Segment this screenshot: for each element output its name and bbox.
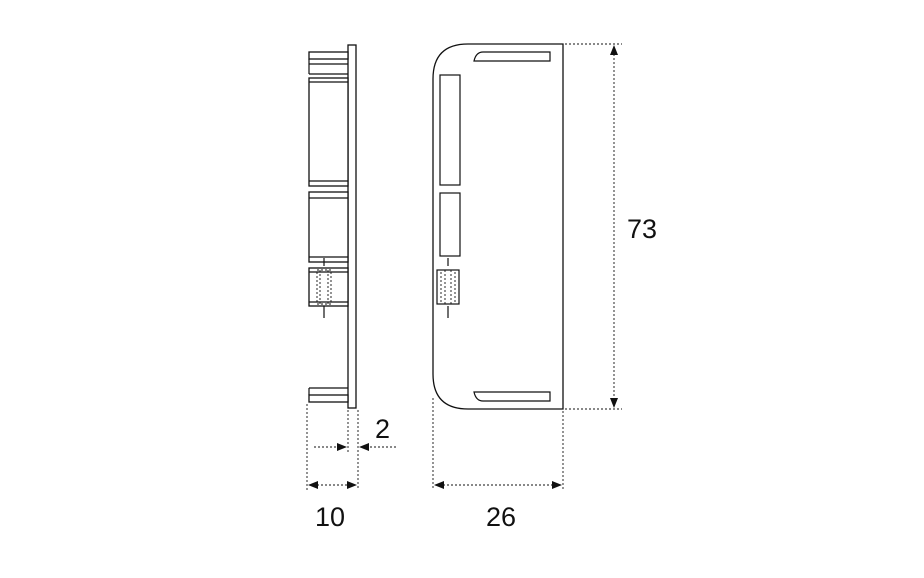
plate-thickness-label: 2 (375, 414, 390, 444)
front-view-outline (432, 43, 564, 410)
side-view-top-tab (308, 51, 349, 60)
depth-label: 10 (315, 502, 345, 532)
width-label: 26 (486, 502, 516, 532)
front-view-lower-slot (439, 192, 461, 257)
side-view-middle-block (308, 191, 349, 263)
front-view-top-slot (473, 51, 551, 62)
height-dimension: 73 (565, 43, 657, 410)
plate-thickness-dimension: 2 (314, 414, 396, 451)
side-view-plate (347, 44, 357, 409)
front-view (432, 43, 564, 410)
side-view-upper-block (308, 77, 349, 187)
front-view-screw-hole (436, 269, 460, 305)
side-view-bottom-tab (308, 394, 349, 403)
front-view-upper-slot (439, 74, 461, 186)
height-label: 73 (627, 214, 657, 244)
side-view-lower-block (308, 267, 349, 307)
depth-dimension: 10 (306, 404, 359, 532)
side-view (308, 44, 357, 409)
width-dimension: 26 (432, 398, 564, 532)
front-view-bottom-slot (473, 391, 551, 402)
